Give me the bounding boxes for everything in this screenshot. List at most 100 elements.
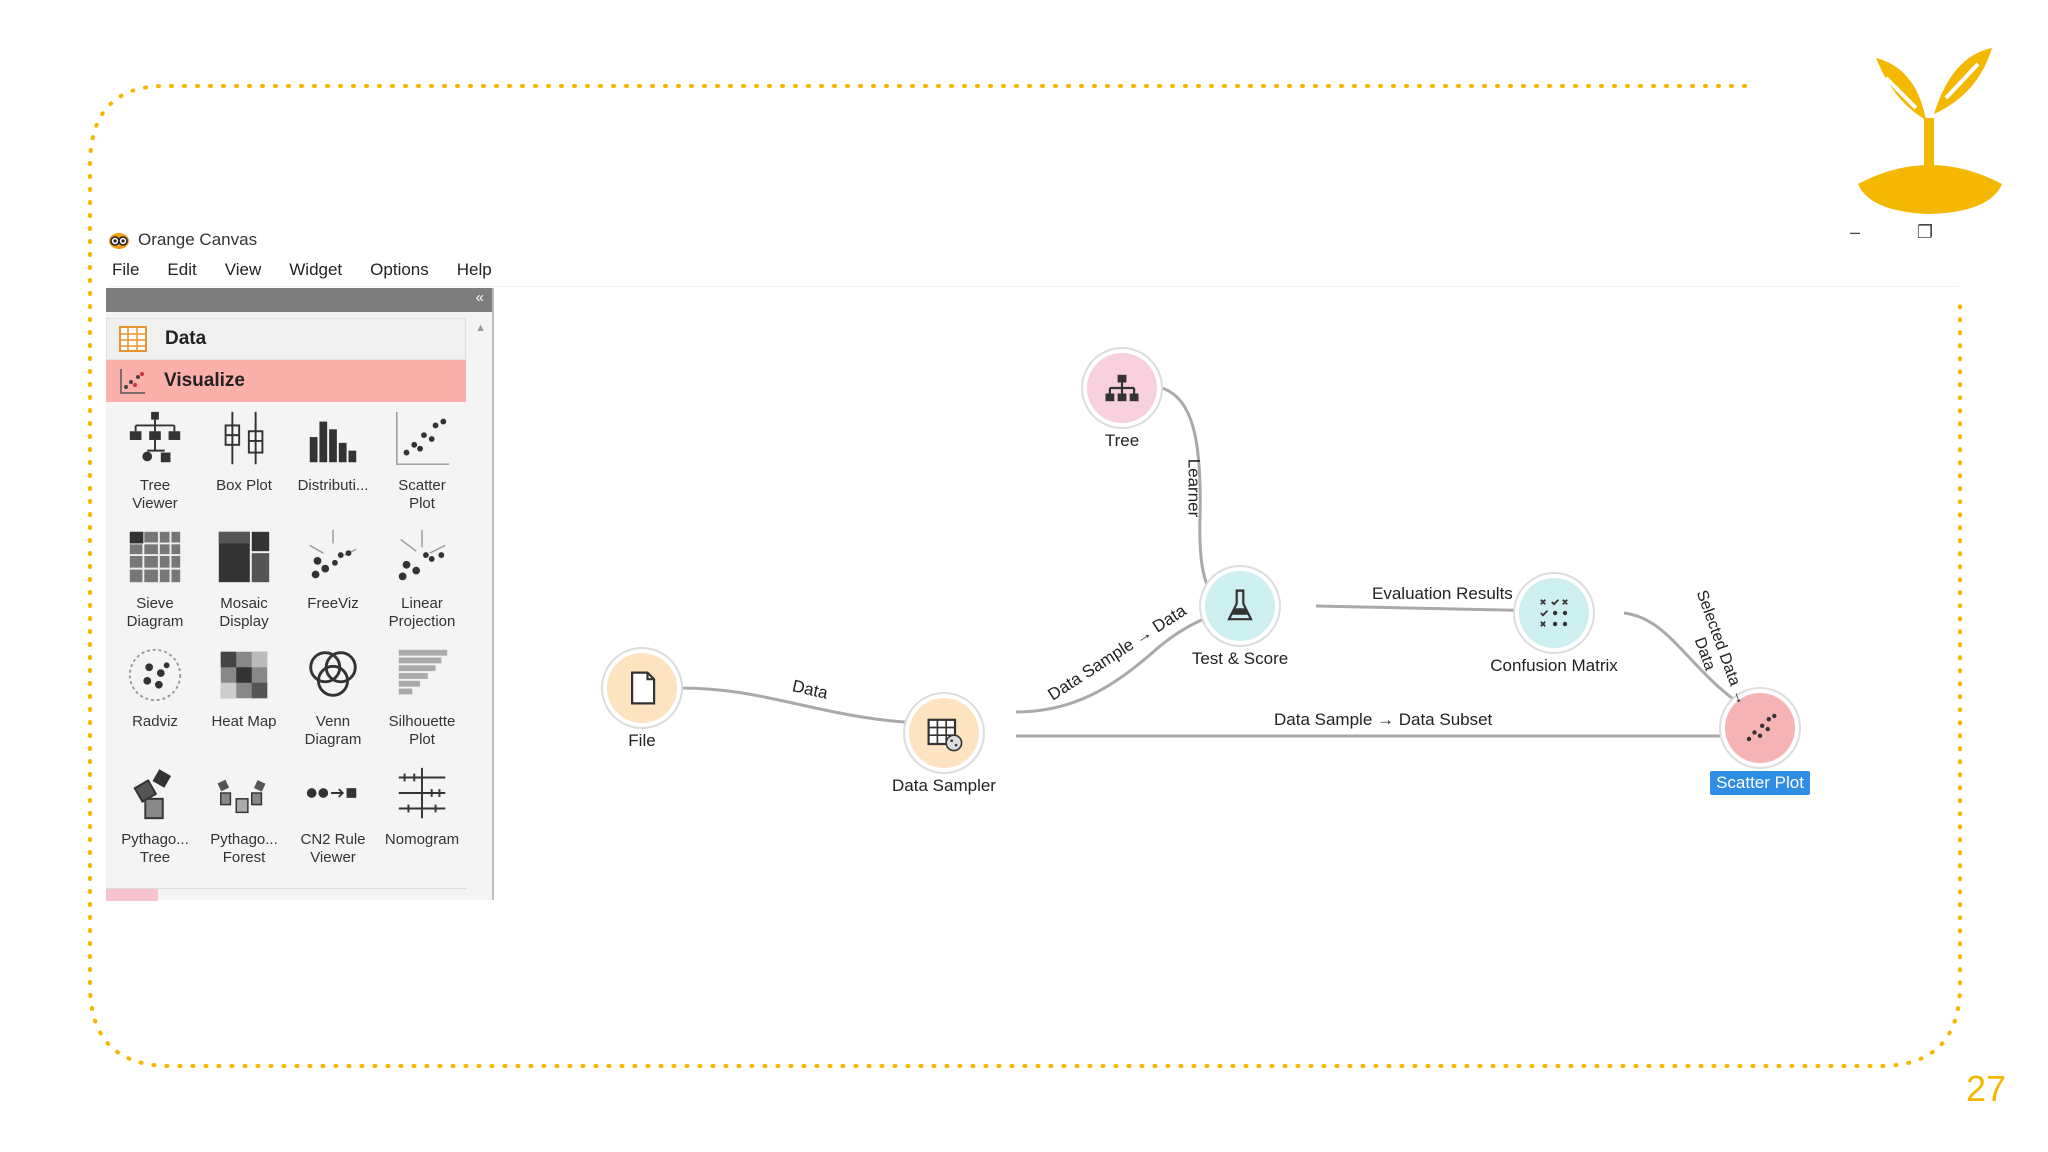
widget-label: Nomogram [384,831,460,848]
widget-tile[interactable]: Linear Projection [377,524,467,642]
restore-button[interactable]: ❐ [1916,222,1934,242]
minimize-button[interactable]: – [1849,222,1860,242]
widget-label: Box Plot [216,477,272,494]
widget-toolbox: « Data ▲ Visualize Tree Viewer Box Plot Di… [106,288,494,901]
toolbox-bottom [106,888,466,901]
node-tree[interactable]: Tree [1052,353,1192,451]
menu-options[interactable]: Options [370,260,429,279]
widget-label: Tree Viewer [132,477,178,512]
widget-tile[interactable]: Sieve Diagram [110,524,200,642]
sprout-logo-icon [1858,48,2002,214]
tree-viewer-icon [129,411,181,463]
widget-tile[interactable]: Nomogram [377,760,467,878]
node-test[interactable]: Test & Score [1170,571,1310,669]
widget-tile[interactable]: Pythago... Forest [199,760,289,878]
link-label-learner: Learner [1184,458,1204,518]
menu-bar: File Edit View Widget Options Help [108,258,496,282]
toolbox-header: « [106,288,492,312]
slide-number: 27 [1966,1068,2007,1109]
widget-tile[interactable]: Venn Diagram [288,642,378,760]
scatter-plot-icon [396,411,450,465]
widget-tile[interactable]: Pythago... Tree [110,760,200,878]
tree-icon [1105,374,1139,402]
node-label: Tree [1104,431,1140,450]
link-file-sampler [679,686,935,726]
widget-tile[interactable]: Radviz [110,642,200,760]
menu-widget[interactable]: Widget [289,260,343,279]
mosaic-display-icon [218,531,270,583]
sieve-diagram-icon [129,531,181,583]
widget-label: Silhouette Plot [388,713,456,748]
orange-logo-icon [109,233,129,249]
widget-tile[interactable]: FreeViz [288,524,378,642]
menu-edit[interactable]: Edit [167,260,197,279]
menu-help[interactable]: Help [456,260,492,279]
category-data[interactable]: Data [106,318,466,360]
box-plot-icon [224,411,264,465]
pythagorean-forest-icon [217,779,266,814]
node-label: Scatter Plot [1710,771,1810,795]
widget-tile[interactable]: Tree Viewer [110,406,200,524]
node-label: Data Sampler [892,776,996,795]
category-visualize[interactable]: Visualize [106,360,466,402]
menu-view[interactable]: View [224,260,262,279]
table-icon [117,323,149,355]
menu-separator [108,286,1958,287]
silhouette-plot-icon [398,649,448,695]
widget-tile[interactable]: Heat Map [199,642,289,760]
widget-tile[interactable]: CN2 Rule Viewer [288,760,378,878]
venn-diagram-icon [309,651,357,697]
next-category-tab[interactable] [106,889,158,901]
link-label-evaluation-results: Evaluation Results [1372,584,1513,603]
distributions-icon [309,421,357,463]
pythagorean-tree-icon [133,769,172,820]
widget-label: FreeViz [307,595,359,612]
heat-map-icon [220,651,268,699]
widget-tile[interactable]: Box Plot [199,406,289,524]
node-sampler[interactable]: Data Sampler [874,698,1014,796]
scatter-plot-icon [1746,713,1777,742]
node-scatter[interactable]: Scatter Plot [1690,693,1830,795]
node-circle[interactable] [1519,578,1589,648]
widget-label: Scatter Plot [398,477,446,512]
window-titlebar: Orange Canvas [108,228,257,252]
window-controls: – ❐ [1840,222,1940,243]
flask-icon [1227,589,1253,621]
data-sampler-icon [927,718,963,752]
widget-tile[interactable]: Silhouette Plot [377,642,467,760]
widget-label: Pythago... Forest [210,831,278,866]
widget-label: CN2 Rule Viewer [300,831,366,866]
node-label: File [628,731,656,750]
node-circle[interactable] [607,653,677,723]
widget-label: Venn Diagram [304,713,362,748]
node-confusion[interactable]: Confusion Matrix [1484,578,1624,676]
window-title: Orange Canvas [138,230,258,249]
node-file[interactable]: File [572,653,712,751]
freeviz-icon [309,529,357,579]
link-label-data-subset: Data Sample → Data Subset [1274,710,1493,729]
widget-label: Sieve Diagram [126,595,184,630]
nomogram-icon [398,767,446,819]
node-circle[interactable] [1205,571,1275,641]
scatter-icon [116,365,148,397]
widget-tile[interactable]: Scatter Plot [377,406,467,524]
widget-label: Linear Projection [388,595,456,630]
linear-projection-icon [398,529,446,581]
link-test-confusion [1315,604,1551,613]
node-circle[interactable] [1725,693,1795,763]
node-circle[interactable] [909,698,979,768]
category-data-label: Data [165,328,207,349]
confusion-matrix-icon [1540,599,1568,627]
menu-file[interactable]: File [112,260,140,279]
node-circle[interactable] [1087,353,1157,423]
widget-label: Heat Map [211,713,277,730]
widget-tile[interactable]: Mosaic Display [199,524,289,642]
widget-tile[interactable]: Distributi... [288,406,378,524]
node-label: Test & Score [1191,649,1289,668]
widget-label: Radviz [132,713,178,730]
scroll-up-icon[interactable]: ▲ [475,322,486,334]
node-label: Confusion Matrix [1490,656,1618,675]
collapse-toolbox-button[interactable]: « [475,289,484,306]
